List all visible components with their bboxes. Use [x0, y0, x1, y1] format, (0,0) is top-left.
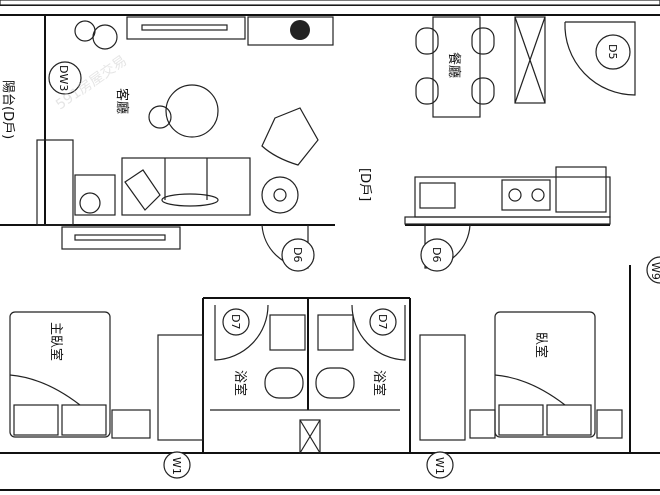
room-label-bath-right: 浴室 [371, 370, 387, 396]
sofa [121, 157, 251, 216]
room-label-bath-left: 浴室 [232, 370, 248, 396]
storage-cabinet [514, 16, 546, 104]
lower-tv-cabinet [61, 226, 181, 250]
armchair [261, 107, 319, 166]
kitchen-counter [404, 166, 611, 225]
dining-table [415, 16, 495, 118]
plant-icon [74, 20, 310, 50]
room-label-master-bedroom: 主臥室 [48, 322, 64, 361]
wardrobes [157, 334, 466, 441]
unit-label: [D戶] [357, 168, 372, 201]
tag-d7-left: D7 [229, 314, 242, 329]
door-d5-swing [564, 21, 636, 96]
room-label-balcony: 陽台(D戶) [0, 80, 15, 139]
tag-d6-right: D6 [430, 247, 443, 262]
balcony-cabinet [36, 139, 74, 226]
tag-w1-left: W1 [170, 457, 183, 475]
tag-d7-right: D7 [376, 314, 389, 329]
bathroom-fixtures [210, 304, 406, 454]
tag-d5: D5 [606, 44, 619, 59]
bed [469, 311, 623, 439]
side-cabinet [247, 16, 334, 46]
room-label-dining: 餐廳 [446, 52, 462, 78]
master-bed [9, 311, 151, 439]
tag-w9: W9 [649, 262, 660, 280]
side-table [74, 174, 299, 216]
dining-table-round [148, 84, 219, 138]
room-label-bedroom: 臥室 [533, 332, 549, 358]
tv-cabinet [126, 16, 246, 40]
tag-dw3: DW3 [57, 65, 70, 91]
room-label-living: 客廳 [114, 88, 130, 114]
tag-circles [48, 34, 660, 479]
tag-d6-left: D6 [291, 247, 304, 262]
tag-w1-right: W1 [433, 457, 446, 475]
